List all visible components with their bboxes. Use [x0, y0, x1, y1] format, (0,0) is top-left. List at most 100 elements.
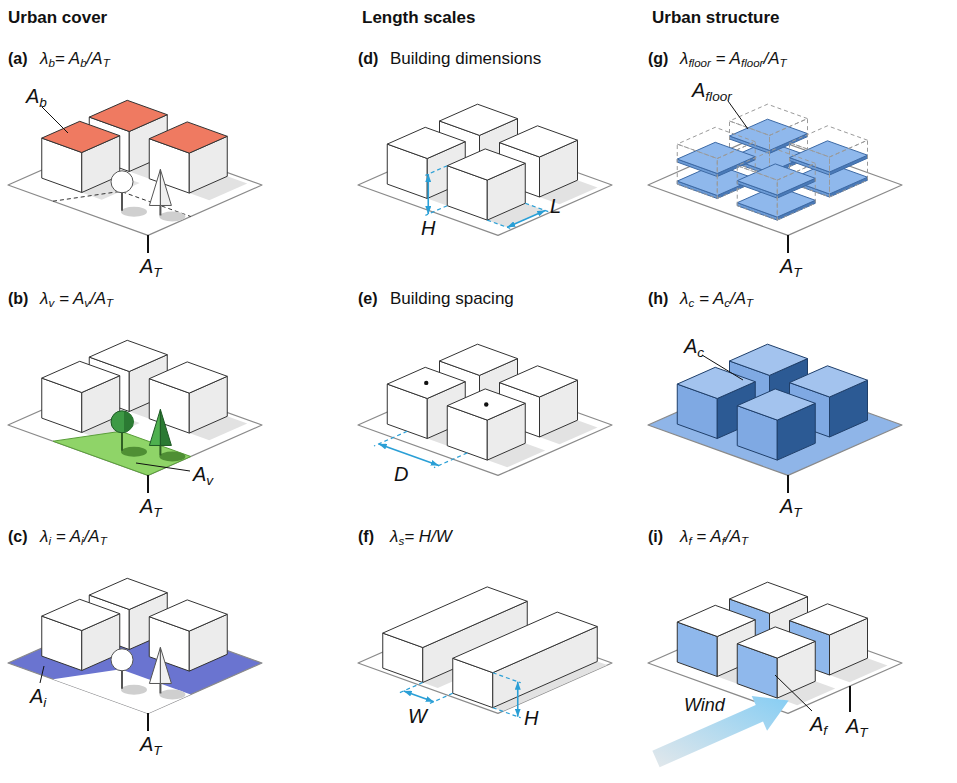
tree-crown [149, 409, 160, 445]
text-run: T [779, 57, 786, 69]
building-face [440, 344, 518, 375]
building-face [790, 366, 868, 397]
text-run: A [140, 255, 153, 277]
dimension-arrow [404, 691, 434, 702]
text-run: f [823, 723, 827, 738]
wind-label: Wind [684, 695, 725, 716]
panel-formula: λc = Ac/AT [680, 289, 753, 311]
text-run: = A [54, 289, 84, 308]
text-run: = H/W [404, 527, 452, 546]
text-run: T [746, 297, 753, 309]
building-face [149, 122, 227, 153]
text-run: /A [763, 49, 779, 68]
panel-letter: (g) [648, 50, 668, 68]
panel-formula: λs= H/W [390, 527, 452, 549]
building-face [500, 366, 578, 397]
text-run: c [688, 297, 694, 309]
tree-shadow [159, 211, 185, 221]
area-label: Af [810, 713, 827, 738]
text-run: i [48, 535, 51, 547]
building-face [737, 389, 815, 420]
text-run: b [39, 95, 47, 110]
dimension-arrow [427, 174, 429, 214]
dimension-label: H [524, 707, 538, 730]
panel-formula: λi = Ai/AT [40, 527, 107, 549]
text-run: T [153, 265, 161, 280]
text-run: A [26, 85, 39, 107]
panel-letter: (a) [8, 50, 28, 68]
text-run: T [103, 57, 110, 69]
area-label: AT [140, 495, 162, 520]
text-run: b [48, 57, 54, 69]
column-heading: Urban cover [8, 8, 107, 28]
panel-letter: (d) [358, 50, 378, 68]
building-face [447, 389, 525, 420]
building-face [387, 127, 465, 158]
column-heading: Length scales [362, 8, 475, 28]
dimension-label: W [408, 705, 427, 728]
ground-plate [648, 135, 902, 236]
text-run: /A [84, 527, 100, 546]
leader-line [42, 107, 68, 133]
building-face [453, 612, 598, 673]
building-face [149, 362, 227, 393]
text-run: λ [40, 49, 48, 68]
tree-crown [149, 169, 160, 205]
leader-line [136, 463, 190, 471]
area-tick [147, 713, 149, 731]
text-run: /A [730, 289, 746, 308]
tree-crown [111, 171, 133, 193]
area-label: AT [780, 255, 802, 280]
area-tick [147, 475, 149, 493]
panel-heading: Building spacing [390, 289, 514, 309]
extension-line [425, 166, 447, 176]
text-run: = A [692, 527, 722, 546]
text-run: A [810, 713, 823, 735]
leader-line [40, 666, 44, 683]
building-face [737, 166, 777, 220]
panel-letter: (h) [648, 290, 668, 308]
text-run: i [81, 535, 84, 547]
building-face [89, 340, 167, 371]
building-face [387, 367, 465, 398]
area-label: Afloor [692, 79, 732, 104]
dimension-label: L [550, 195, 561, 218]
vegetated-area [53, 431, 191, 475]
panel-letter: (f) [358, 528, 374, 546]
pervious-area [53, 669, 191, 713]
text-run: T [153, 505, 161, 520]
panel-formula: λb= Ab/AT [40, 49, 110, 71]
building [737, 627, 815, 698]
text-run: λ [40, 527, 48, 546]
ground-plate [358, 375, 612, 476]
dimension-arrow [507, 211, 545, 228]
text-run: i [43, 695, 46, 710]
text-run: L [550, 195, 561, 217]
building-face [790, 126, 868, 157]
text-run: T [793, 505, 801, 520]
building-face [500, 126, 578, 157]
building-face [677, 605, 755, 636]
area-label: AT [140, 733, 162, 758]
area-tick [787, 475, 789, 493]
area-label: AT [846, 715, 868, 740]
text-run: A [193, 463, 206, 485]
text-run: λ [40, 289, 48, 308]
building-face [447, 149, 525, 180]
tree-crown [149, 647, 160, 683]
text-run: f [722, 535, 725, 547]
panel-formula: λf = Af/AT [680, 527, 748, 549]
floor-plate [737, 164, 815, 198]
area-label: AT [780, 495, 802, 520]
dimension-label: D [394, 463, 408, 486]
text-run: b [80, 57, 86, 69]
extension-line [434, 453, 467, 468]
text-run: A [692, 79, 705, 101]
text-run: λ [680, 289, 688, 308]
building-face [730, 344, 808, 375]
tree-crown [160, 169, 171, 205]
building-row [453, 612, 598, 708]
text-run: H [421, 217, 435, 239]
text-run: /A [90, 289, 106, 308]
